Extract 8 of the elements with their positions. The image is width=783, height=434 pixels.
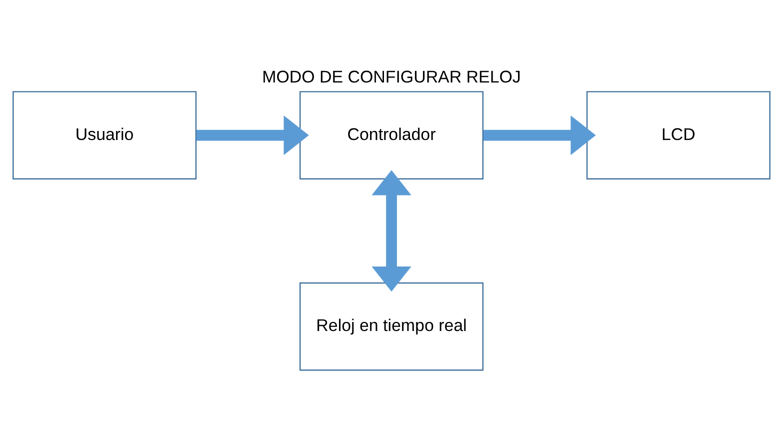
arrow	[483, 115, 596, 156]
node-box: LCD	[586, 91, 770, 180]
node-box: Usuario	[12, 91, 197, 180]
node-box: Reloj en tiempo real	[299, 282, 484, 371]
diagram-title: MODO DE CONFIGURAR RELOJ	[262, 67, 521, 86]
arrow	[372, 170, 412, 292]
node-box: Controlador	[299, 91, 484, 180]
arrow	[196, 115, 309, 156]
